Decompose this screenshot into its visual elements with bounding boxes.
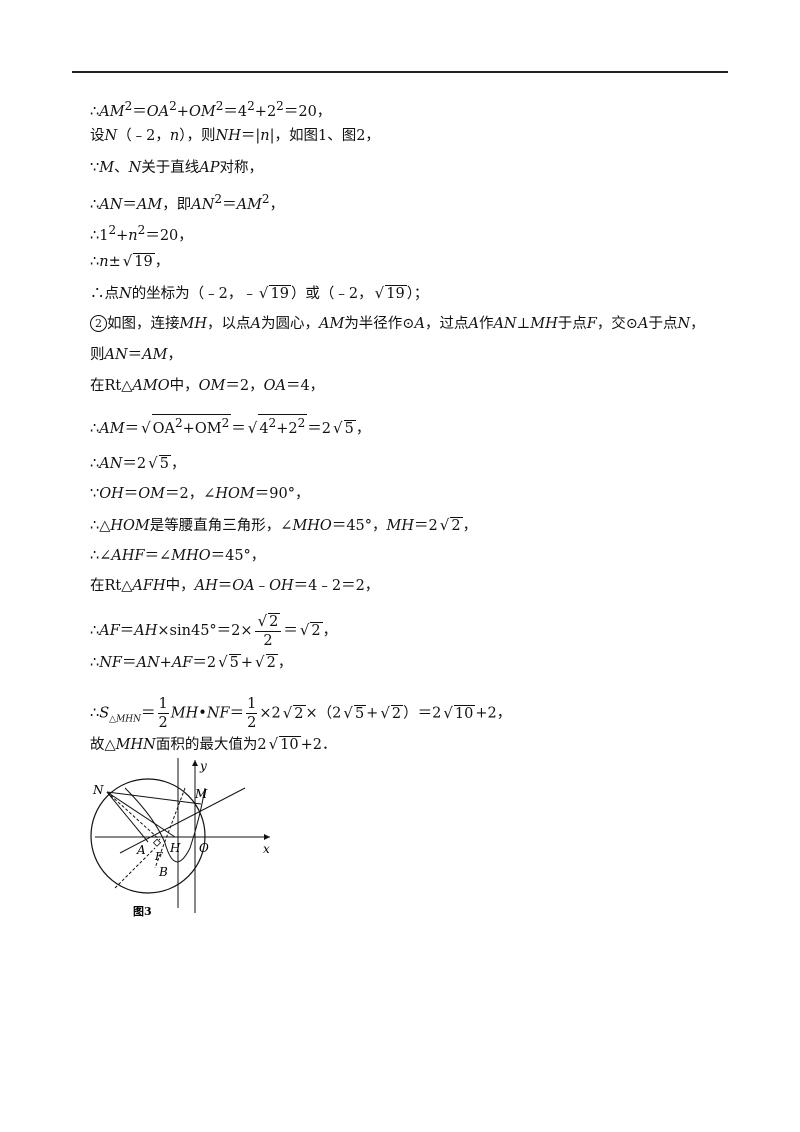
solution-line-13: ∵OH＝OM＝2，∠HOM＝90°， [90, 486, 310, 502]
solution-line-4: ∴AN＝AM，即AN2＝AM2， [90, 192, 285, 213]
label-y: y [199, 759, 207, 773]
label-b: B [158, 865, 168, 879]
header-rule [72, 71, 728, 73]
solution-line-2: 设N（﹣2，n），则NH＝|n|，如图1、图2， [90, 128, 380, 144]
solution-line-9: 则AN＝AM， [90, 347, 182, 363]
circle-a [90, 778, 206, 894]
solution-line-15: ∴∠AHF＝∠MHO＝45°， [90, 548, 266, 564]
x-axis-arrow [264, 834, 270, 840]
segment-nh [106, 791, 176, 838]
label-o: O [199, 841, 209, 855]
solution-line-20: 故△MHN面积的最大值为2√10+2． [90, 735, 337, 753]
label-a: A [136, 843, 146, 857]
segment-nm [106, 791, 202, 805]
solution-line-16: 在Rt△AFH中，AH＝OA﹣OH＝4﹣2＝2， [90, 578, 380, 594]
solution-line-12: ∴AN＝2√5， [90, 454, 186, 472]
segment-na [106, 791, 149, 843]
solution-line-1: ∴AM2＝OA2+OM2＝42+22＝20， [90, 99, 332, 120]
label-h: H [169, 841, 181, 855]
solution-line-14: ∴△HOM是等腰直角三角形，∠MHO＝45°，MH＝2√2， [90, 516, 478, 534]
y-axis-arrow [192, 760, 198, 766]
figure-caption: 图3 [133, 905, 152, 918]
label-f: F [154, 850, 163, 863]
curve [124, 787, 206, 863]
label-n: N [92, 783, 104, 797]
line-mh [119, 787, 246, 854]
dashed-line-2 [114, 847, 156, 889]
geometry-figure: N M A H F B O x y 图3 [90, 758, 270, 918]
solution-line-3: ∵M、N关于直线AP对称， [90, 160, 264, 176]
label-m: M [194, 787, 208, 801]
solution-line-7: ∴点N的坐标为（﹣2，﹣√19）或（﹣2，√19）； [90, 284, 429, 302]
dashed-line-1 [106, 791, 161, 841]
dashed-line-3 [154, 787, 186, 869]
right-angle-mark [152, 838, 162, 847]
solution-line-10: 在Rt△AMO中，OM＝2，OA＝4， [90, 378, 325, 394]
solution-line-6: ∴n±√19， [90, 252, 170, 270]
solution-line-5: ∴12+n2＝20， [90, 223, 193, 244]
label-x: x [263, 842, 270, 856]
solution-line-18: ∴NF＝AN+AF＝2√5+√2， [90, 653, 293, 671]
solution-line-11: ∴AM＝√OA2+OM2＝√42+22＝2√5， [90, 414, 371, 437]
